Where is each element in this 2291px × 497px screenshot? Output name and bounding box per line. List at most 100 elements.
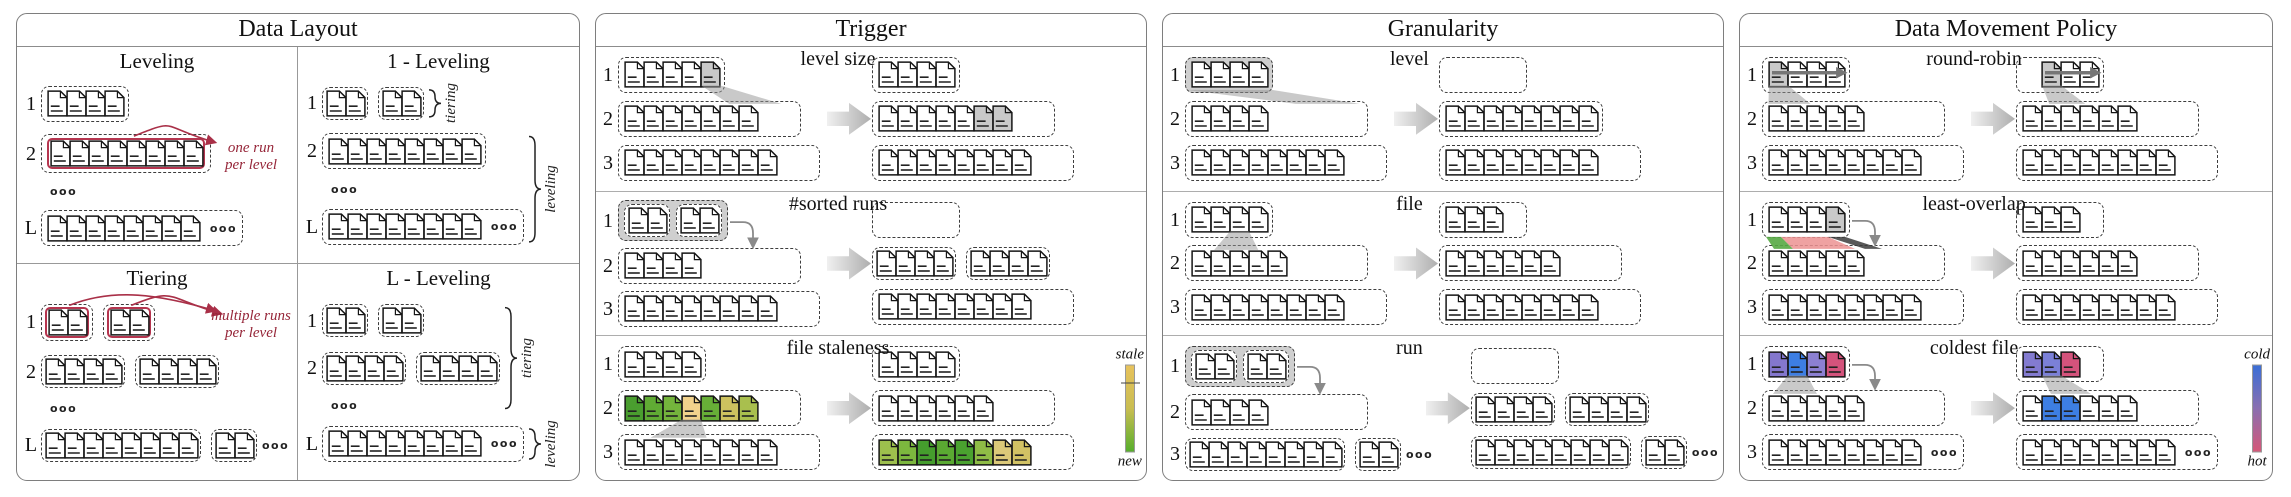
sorted-run	[1191, 250, 1288, 277]
file-icon	[1806, 294, 1827, 321]
file-icon	[1011, 149, 1032, 176]
file-icon	[643, 351, 664, 378]
level-box	[872, 100, 1055, 137]
file-icon	[107, 140, 128, 167]
sorted-run	[1191, 61, 1269, 89]
file-icon	[1464, 206, 1485, 233]
level-row: 2	[1744, 100, 1970, 137]
legend-top-label: stale	[1115, 346, 1144, 363]
level-label: 1	[26, 92, 36, 115]
arrow-column	[1970, 194, 2016, 334]
file-icon	[1502, 105, 1523, 132]
file-icon	[719, 295, 740, 322]
level-row: 3	[1167, 289, 1393, 326]
file-icon	[1445, 206, 1466, 233]
file-icon	[878, 438, 899, 466]
file-icon	[1787, 105, 1808, 132]
level-box	[1762, 56, 1850, 93]
file-icon	[67, 309, 88, 336]
level-row	[2016, 201, 2218, 238]
file-icon	[878, 293, 899, 320]
file-icon	[347, 430, 368, 457]
file-icon	[933, 250, 954, 277]
compaction-arrow-icon	[1394, 247, 1438, 280]
sorted-run	[624, 149, 778, 176]
file-icon	[897, 149, 918, 176]
file-icon	[1882, 438, 1903, 466]
file-icon	[954, 395, 975, 422]
level-box	[1185, 144, 1387, 181]
sorted-run	[1768, 61, 1846, 89]
file-icon	[973, 395, 994, 422]
arrow-column	[1393, 49, 1439, 189]
file-icon	[624, 61, 645, 89]
file-icon	[2079, 250, 2100, 277]
level-box	[1185, 56, 1273, 93]
file-icon	[935, 351, 956, 378]
file-icon	[326, 307, 347, 334]
level-row: ooo	[304, 399, 573, 411]
file-icon	[935, 149, 956, 176]
level-box	[41, 134, 211, 174]
sorted-run	[878, 293, 1032, 320]
level-row: 1	[304, 304, 573, 338]
sorted-run	[1191, 206, 1269, 233]
legend-top-label: cold	[2244, 346, 2270, 363]
sorted-run	[1640, 435, 1687, 469]
sorted-run	[1445, 250, 1561, 277]
file-icon	[1540, 294, 1561, 321]
level-box	[618, 434, 820, 471]
sorted-run	[1768, 438, 1922, 466]
panel-title-granularity: Granularity	[1163, 14, 1723, 47]
file-icon	[1825, 149, 1846, 176]
file-icon	[328, 138, 349, 165]
annotation-note-line: multiple runs	[211, 307, 291, 324]
file-icon	[347, 213, 368, 240]
file-icon	[1475, 396, 1496, 423]
file-icon	[2041, 250, 2062, 277]
run-group	[1185, 437, 1401, 471]
file-icon	[916, 438, 937, 466]
more-files-ellipsis: ooo	[1930, 445, 1958, 459]
file-icon	[140, 432, 161, 459]
file-icon	[992, 149, 1013, 176]
legend-bottom-label: hot	[2247, 453, 2267, 470]
level-row: 1	[1744, 346, 1970, 383]
file-icon	[1229, 149, 1250, 176]
file-icon	[973, 438, 994, 466]
level-row	[872, 100, 1074, 137]
sorted-run	[624, 61, 721, 89]
level-box	[2016, 346, 2104, 383]
file-icon	[2041, 206, 2062, 233]
right-state-stack	[2016, 49, 2218, 189]
color-scale-legend: cold hot	[2244, 347, 2270, 470]
file-icon	[700, 395, 721, 422]
file-icon	[738, 438, 759, 466]
file-icon	[1608, 438, 1629, 466]
file-icon	[47, 214, 68, 242]
arrow-column	[826, 194, 872, 334]
file-icon	[1475, 438, 1496, 466]
sorted-run	[2022, 149, 2176, 176]
sorted-run	[1191, 294, 1345, 321]
level-label: L	[305, 432, 319, 455]
file-icon	[2117, 294, 2138, 321]
level-row: ooo	[304, 183, 573, 195]
file-icon	[662, 149, 683, 176]
level-label: 2	[307, 140, 317, 163]
level-box	[872, 434, 1074, 471]
file-icon	[1483, 294, 1504, 321]
file-icon	[1806, 105, 1827, 132]
file-icon	[461, 138, 482, 165]
level-row	[2016, 100, 2218, 137]
file-icon	[326, 90, 347, 117]
file-icon	[439, 354, 460, 382]
file-icon	[328, 213, 349, 240]
file-icon	[624, 105, 645, 132]
